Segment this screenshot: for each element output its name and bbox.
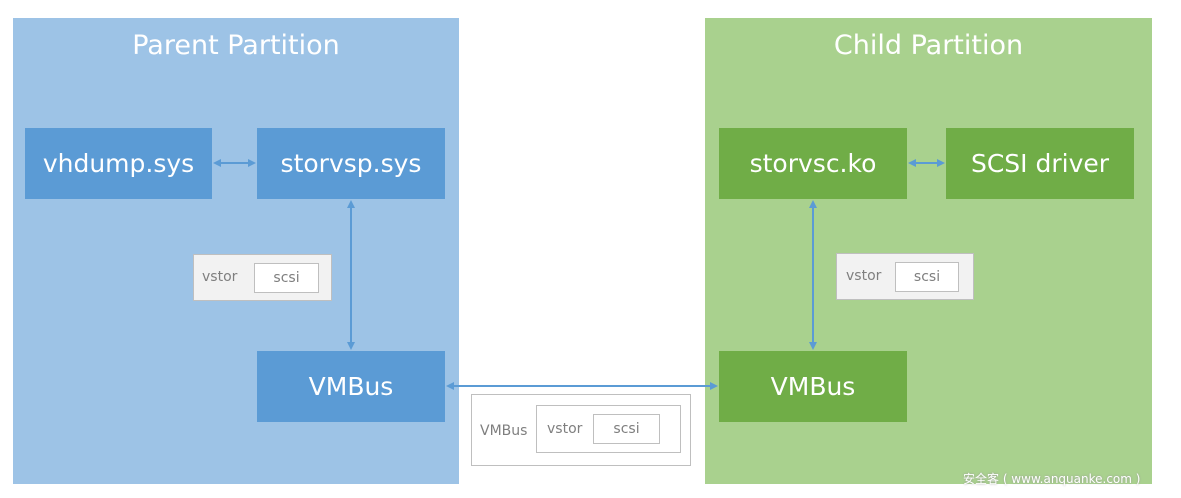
parent-partition-title: Parent Partition: [132, 30, 340, 61]
watermark: 安全客 ( www.anquanke.com ): [963, 472, 1141, 486]
vmbus-vstor-packet: vstor scsi: [536, 405, 681, 453]
parent-scsi-label: scsi: [254, 263, 319, 293]
child-vstor-packet: vstor scsi: [836, 253, 974, 300]
vmbus-vstor-label: vstor: [547, 421, 583, 437]
vmbus-packet: VMBus vstor scsi: [471, 394, 691, 466]
parent-vstor-packet: vstor scsi: [193, 254, 332, 301]
child-vstor-label: vstor: [846, 268, 882, 284]
vmbus-packet-label: VMBus: [480, 423, 528, 439]
scsi-driver-box: SCSI driver: [946, 128, 1134, 199]
storvsp-sys-box: storvsp.sys: [257, 128, 445, 199]
storvsc-ko-box: storvsc.ko: [719, 128, 907, 199]
parent-partition: Parent Partition: [13, 18, 459, 484]
vmbus-scsi-label: scsi: [593, 414, 660, 444]
child-vmbus-box: VMBus: [719, 351, 907, 422]
parent-vmbus-box: VMBus: [257, 351, 445, 422]
child-partition-title: Child Partition: [833, 30, 1024, 61]
child-scsi-label: scsi: [895, 262, 959, 292]
vhdump-sys-box: vhdump.sys: [25, 128, 212, 199]
parent-vstor-label: vstor: [202, 269, 238, 285]
